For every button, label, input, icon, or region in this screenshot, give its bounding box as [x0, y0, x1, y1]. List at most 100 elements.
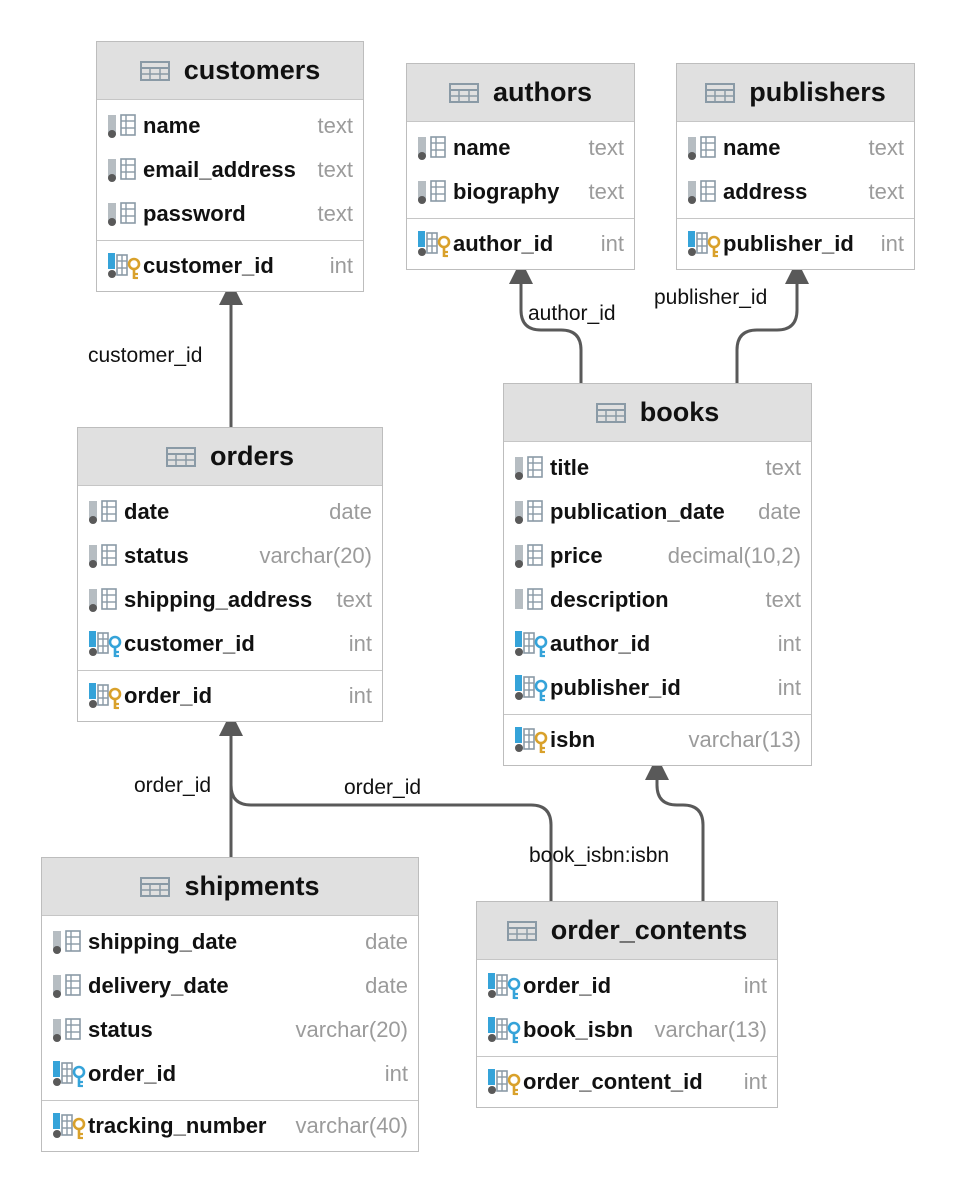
- column-name: order_id: [88, 1061, 177, 1086]
- column-row[interactable]: order_id int: [477, 964, 777, 1008]
- primary-key-icon: [417, 230, 453, 258]
- column-row[interactable]: name text: [97, 104, 363, 148]
- column-name: description: [550, 587, 669, 612]
- column-icon: [52, 972, 88, 1000]
- primary-key-icon: [687, 230, 723, 258]
- column-name: order_content_id: [523, 1069, 703, 1094]
- table-name: publishers: [749, 77, 886, 107]
- label-books-authors: author_id: [528, 302, 616, 325]
- table-header[interactable]: books: [504, 384, 811, 442]
- column-icon: [417, 178, 453, 206]
- table-header[interactable]: shipments: [42, 858, 418, 916]
- primary-key-icon: [52, 1112, 88, 1140]
- column-type: int: [777, 675, 801, 700]
- column-type: date: [365, 929, 408, 954]
- column-type: text: [588, 179, 624, 204]
- primary-key-section: order_content_id int: [477, 1056, 777, 1107]
- table-header[interactable]: authors: [407, 64, 634, 122]
- column-name: customer_id: [143, 253, 274, 278]
- column-type: int: [348, 683, 372, 708]
- column-name: publication_date: [550, 499, 725, 524]
- column-type: text: [317, 201, 353, 226]
- label-orders-customers: customer_id: [88, 344, 203, 367]
- table-icon: [165, 446, 196, 467]
- foreign-key-icon: [514, 674, 550, 702]
- column-icon: [88, 498, 124, 526]
- column-name: name: [143, 113, 201, 138]
- table-header[interactable]: publishers: [677, 64, 914, 122]
- column-icon: [514, 454, 550, 482]
- column-type: decimal(10,2): [667, 543, 801, 568]
- column-type: text: [765, 455, 801, 480]
- column-name: name: [453, 135, 511, 160]
- column-type: text: [588, 135, 624, 160]
- primary-key-row[interactable]: order_content_id int: [477, 1060, 777, 1104]
- primary-key-icon: [88, 682, 124, 710]
- column-type: date: [329, 499, 372, 524]
- arrowhead-orders: [219, 712, 243, 736]
- column-row[interactable]: name text: [407, 126, 634, 170]
- table-header[interactable]: customers: [97, 42, 363, 100]
- column-type: varchar(20): [295, 1017, 408, 1042]
- column-type: text: [336, 587, 372, 612]
- table-header[interactable]: orders: [78, 428, 382, 486]
- column-name: order_id: [523, 973, 612, 998]
- column-name: publisher_id: [723, 231, 854, 256]
- column-row[interactable]: shipping_date date: [42, 920, 418, 964]
- table-header[interactable]: order_contents: [477, 902, 777, 960]
- column-type: text: [317, 113, 353, 138]
- column-icon: [107, 200, 143, 228]
- primary-key-row[interactable]: order_id int: [78, 674, 382, 718]
- column-type: text: [868, 179, 904, 204]
- primary-key-section: order_id int: [78, 670, 382, 721]
- column-icon: [514, 498, 550, 526]
- column-icon: [52, 1016, 88, 1044]
- table-icon: [448, 82, 479, 103]
- column-name: shipping_date: [88, 929, 238, 954]
- column-name: author_id: [453, 231, 554, 256]
- column-type: int: [743, 973, 767, 998]
- column-type: varchar(13): [688, 727, 801, 752]
- column-type: int: [743, 1069, 767, 1094]
- column-icon: [88, 542, 124, 570]
- column-name: order_id: [124, 683, 213, 708]
- column-type: int: [348, 631, 372, 656]
- label-contents-books: book_isbn:isbn: [529, 844, 670, 867]
